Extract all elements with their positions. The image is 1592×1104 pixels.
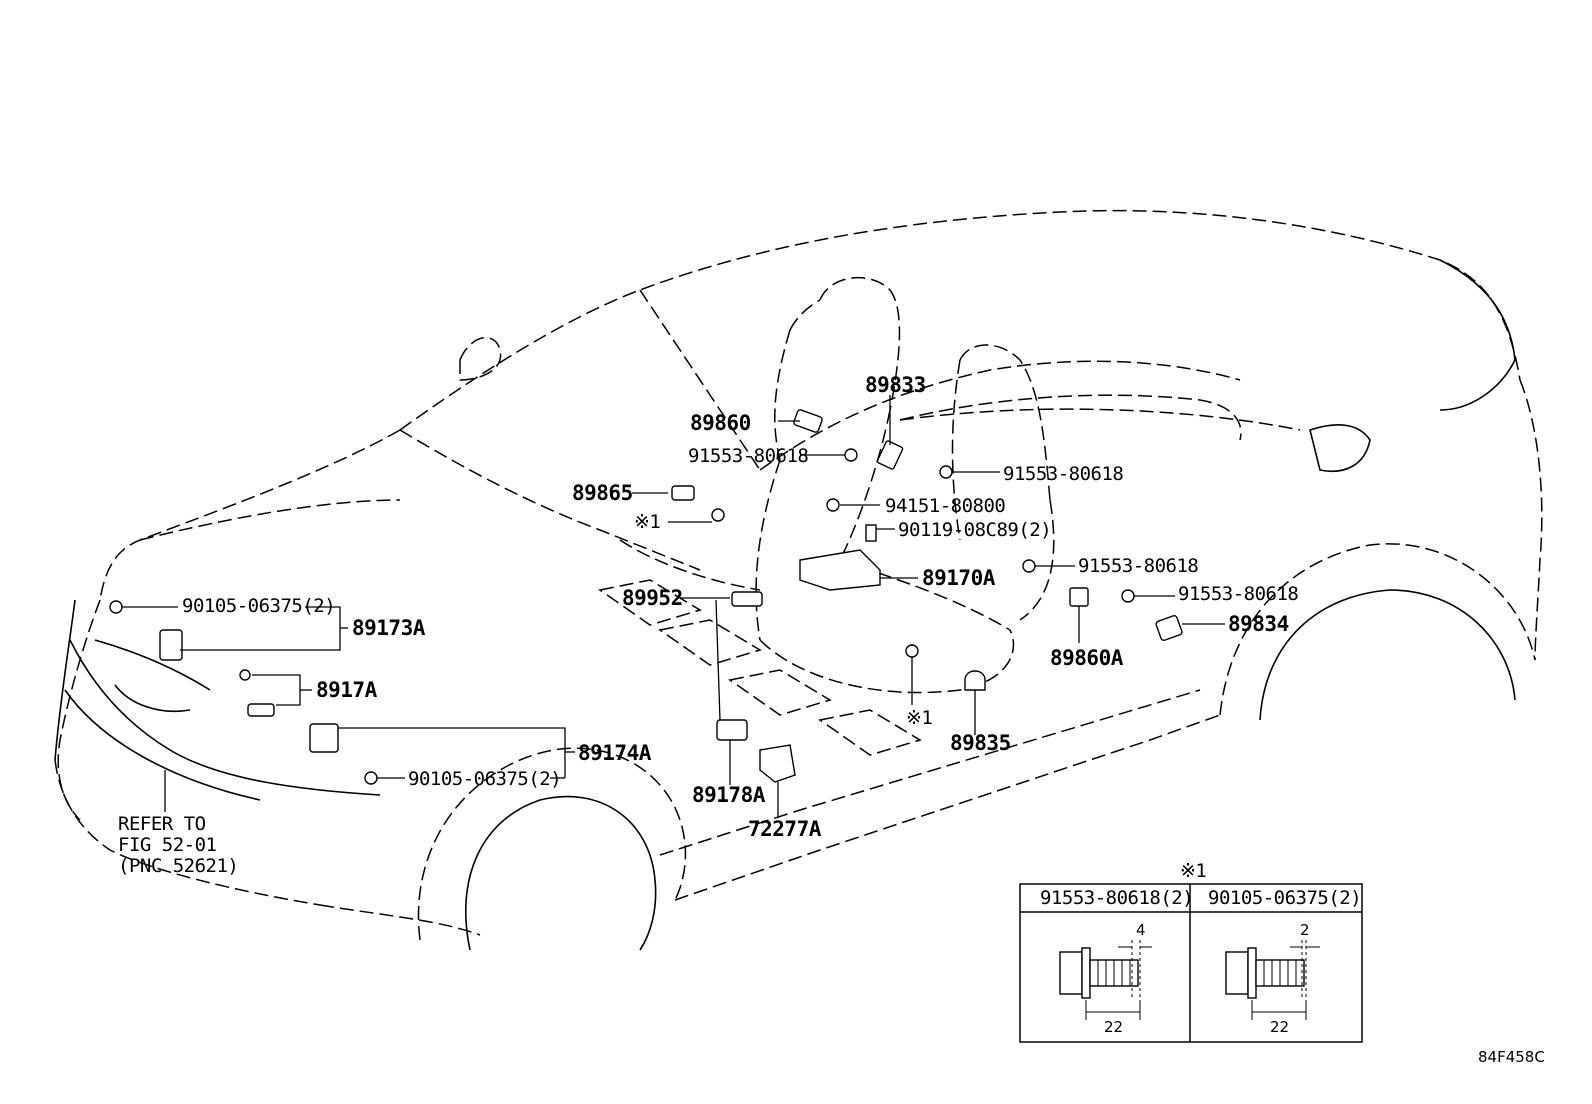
bolt-91553-b <box>939 465 953 479</box>
bolt-drawing-91553: 4 22 <box>1059 921 1152 1036</box>
bolt-91553-a <box>844 448 858 462</box>
detail-col2-dim-small: 2 <box>1300 921 1310 939</box>
sensor-89865 <box>671 485 695 501</box>
airbag-ecu-89170A <box>799 549 881 591</box>
sensor-89834 <box>1155 614 1183 642</box>
detail-col2-header: 90105-06375(2) <box>1208 887 1361 909</box>
label-89833: 89833 <box>865 373 926 397</box>
detail-col1-dim-length: 22 <box>1104 1018 1123 1036</box>
label-91553-c: 91553-80618 <box>1078 555 1198 577</box>
figure-code: 84F458C <box>1478 1048 1545 1066</box>
label-89835: 89835 <box>950 731 1011 755</box>
sensor-89952 <box>731 591 763 607</box>
detail-col2-dim-length: 22 <box>1270 1018 1289 1036</box>
bolt-8917A <box>239 669 251 681</box>
bolt-drawing-90105: 2 22 <box>1225 921 1320 1036</box>
bolt-note1-a <box>711 508 725 522</box>
label-refer-line1: REFER TO <box>118 813 206 835</box>
label-89178A: 89178A <box>692 783 766 807</box>
label-90105-b: 90105-06375(2) <box>408 768 561 790</box>
bolt-91553-c <box>1022 559 1036 573</box>
sensor-89173A <box>159 629 183 661</box>
bolt-90105-b <box>364 771 378 785</box>
label-94151: 94151-80800 <box>885 495 1005 517</box>
label-90119: 90119-08C89(2) <box>898 519 1051 541</box>
label-89174A: 89174A <box>578 741 652 765</box>
nut-94151 <box>826 498 840 512</box>
bolt-91553-d <box>1121 589 1135 603</box>
label-89865: 89865 <box>572 481 633 505</box>
label-refer-line3: (PNC 52621) <box>118 855 238 877</box>
bolt-90119 <box>865 524 877 542</box>
label-89860A: 89860A <box>1050 646 1124 670</box>
label-91553-b: 91553-80618 <box>1003 463 1123 485</box>
sensor-parts <box>109 409 1183 785</box>
leader-lines <box>122 395 1225 818</box>
label-91553-d: 91553-80618 <box>1178 583 1298 605</box>
label-89860: 89860 <box>690 411 751 435</box>
bolt-90105-a <box>109 600 123 614</box>
detail-note-mark: ※1 <box>1180 860 1206 882</box>
part-labels: 89833 89860 91553-80618 91553-80618 8986… <box>118 373 1299 877</box>
detail-col1-dim-small: 4 <box>1136 921 1146 939</box>
sensor-89833 <box>876 440 904 470</box>
sensor-89178A <box>716 719 748 741</box>
sensor-8917A <box>247 703 275 717</box>
label-90105-a: 90105-06375(2) <box>182 595 335 617</box>
detail-table: ※1 91553-80618(2) 90105-06375(2) 4 22 <box>1019 860 1363 1043</box>
label-72277A: 72277A <box>748 817 822 841</box>
bolt-note1-b <box>905 644 919 658</box>
sensor-89860 <box>793 409 823 433</box>
label-89173A: 89173A <box>352 616 426 640</box>
label-89834: 89834 <box>1228 612 1289 636</box>
label-89952: 89952 <box>622 586 683 610</box>
label-89170A: 89170A <box>922 566 996 590</box>
car-body <box>54 209 1543 951</box>
label-note1-b: ※1 <box>906 707 932 729</box>
detail-col1-header: 91553-80618(2) <box>1040 887 1193 909</box>
sensor-89835 <box>964 670 986 691</box>
sensor-89174A <box>309 723 339 753</box>
label-91553-a: 91553-80618 <box>688 445 808 467</box>
bracket-72277A <box>759 744 796 783</box>
label-refer-line2: FIG 52-01 <box>118 834 217 856</box>
sensor-89860A <box>1069 587 1089 607</box>
label-note1-a: ※1 <box>634 511 660 533</box>
label-8917A: 8917A <box>316 678 378 702</box>
